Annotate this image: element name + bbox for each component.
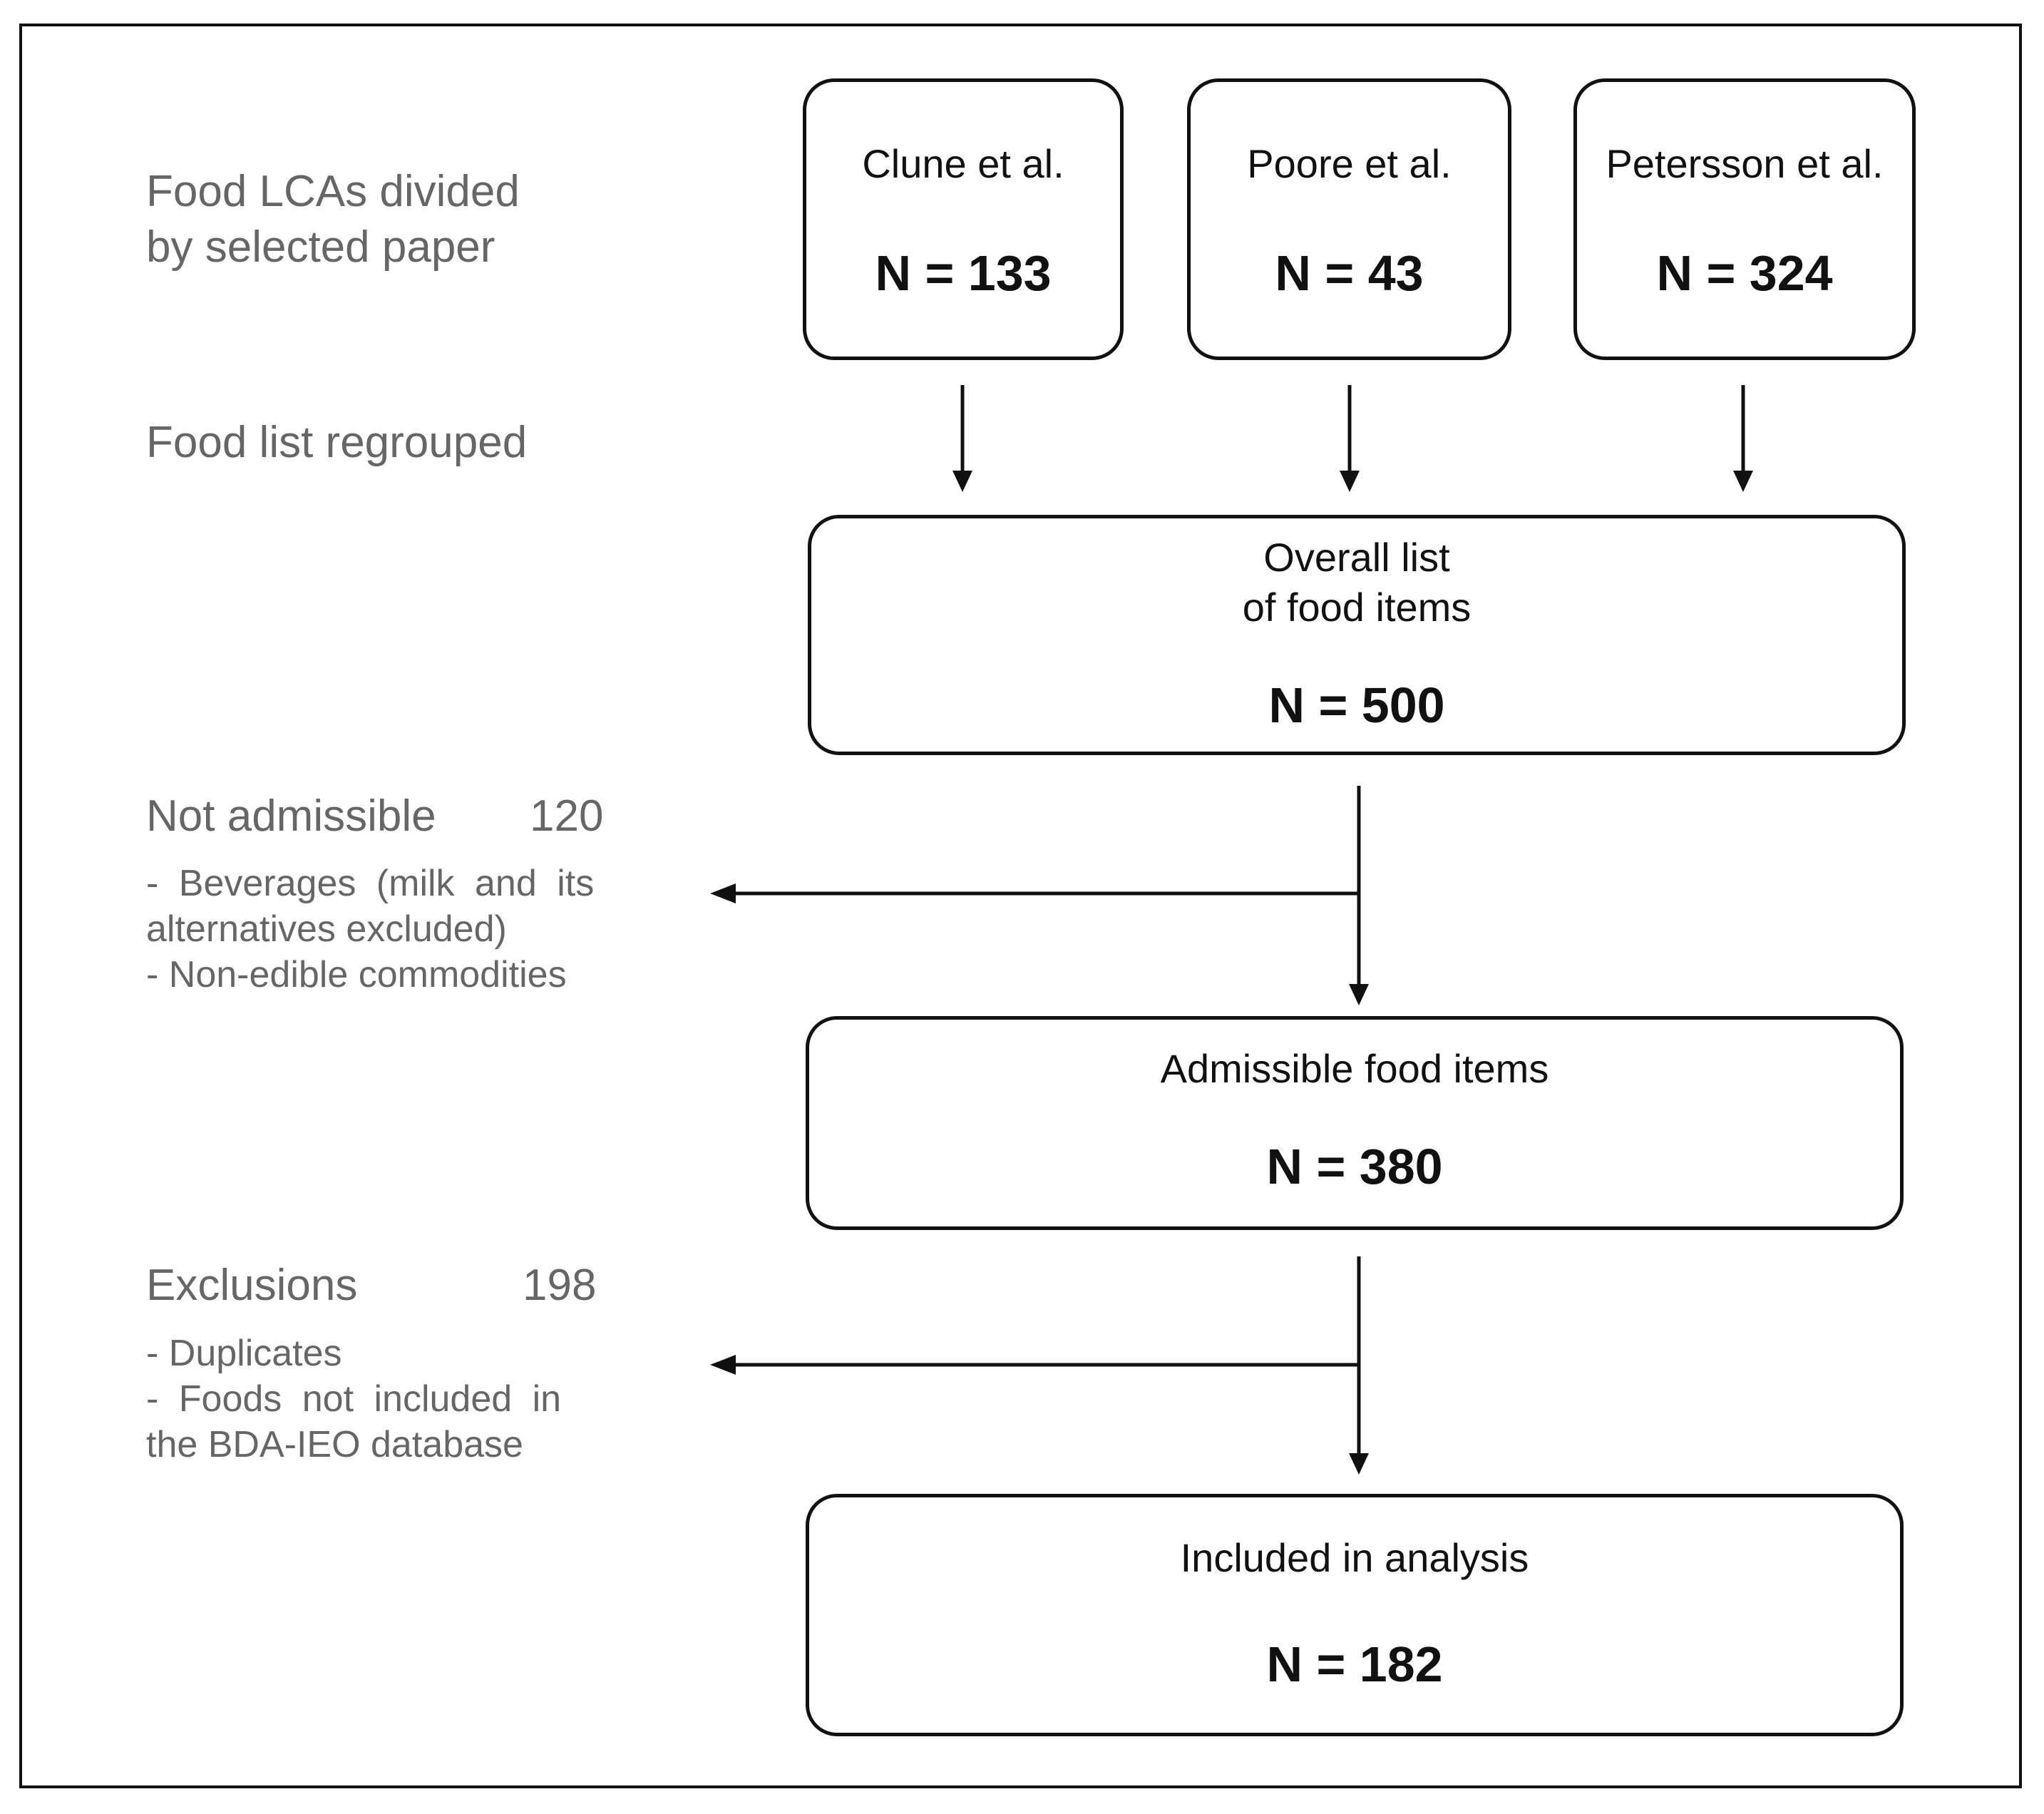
exclusions-label: Exclusions xyxy=(146,1261,358,1310)
arrowhead-exclusions xyxy=(710,1355,736,1375)
source-label: Petersson et al. xyxy=(1606,141,1884,186)
arrowhead-clune xyxy=(952,471,972,492)
arrowhead-poore xyxy=(1340,471,1360,492)
arrowhead-included xyxy=(1349,1453,1369,1475)
source-label: Poore et al. xyxy=(1247,141,1452,186)
admissible-box: Admissible food items N = 380 xyxy=(806,1016,1904,1230)
exclusions-note-2: - Foods not included in xyxy=(146,1378,562,1420)
not-admissible-label: Not admissible xyxy=(146,791,436,841)
not-admissible-note-3: - Non-edible commodities xyxy=(146,954,567,995)
source-box-petersson: Petersson et al. N = 324 xyxy=(1573,78,1916,360)
papers-label: Food LCAs divided by selected paper xyxy=(146,164,520,275)
not-admissible-notes: - Beverages (milk and its alternatives e… xyxy=(146,861,638,998)
exclusions-note-3: the BDA-IEO database xyxy=(146,1424,523,1465)
source-label: Clune et al. xyxy=(862,141,1064,186)
arrowhead-admissible xyxy=(1349,984,1369,1005)
overall-count: N = 500 xyxy=(1268,677,1445,733)
arrowhead-not-admissible xyxy=(710,883,736,903)
included-label: Included in analysis xyxy=(1180,1535,1529,1580)
overall-label-line2: of food items xyxy=(1242,585,1472,630)
included-box: Included in analysis N = 182 xyxy=(806,1494,1904,1736)
regrouped-label: Food list regrouped xyxy=(146,418,528,467)
overall-label-line1: Overall list xyxy=(1263,535,1450,580)
exclusions-notes: - Duplicates - Foods not included in the… xyxy=(146,1331,638,1467)
exclusions-note-1: - Duplicates xyxy=(146,1333,342,1374)
not-admissible-count: 120 xyxy=(530,791,604,841)
source-count: N = 133 xyxy=(875,245,1052,301)
included-count: N = 182 xyxy=(1266,1636,1443,1692)
diagram-frame xyxy=(19,24,2022,1788)
not-admissible-note-1: - Beverages (milk and its xyxy=(146,863,595,904)
source-box-clune: Clune et al. N = 133 xyxy=(803,78,1124,360)
arrowhead-petersson xyxy=(1733,471,1753,492)
papers-label-line2: by selected paper xyxy=(146,222,495,272)
admissible-count: N = 380 xyxy=(1266,1139,1443,1194)
exclusions-count: 198 xyxy=(523,1261,597,1310)
source-count: N = 324 xyxy=(1656,245,1833,301)
source-box-poore: Poore et al. N = 43 xyxy=(1187,78,1511,360)
not-admissible-note-2: alternatives excluded) xyxy=(146,908,507,950)
papers-label-line1: Food LCAs divided xyxy=(146,167,520,216)
source-count: N = 43 xyxy=(1275,245,1424,301)
admissible-label: Admissible food items xyxy=(1160,1046,1549,1091)
overall-list-box: Overall list of food items N = 500 xyxy=(808,515,1906,755)
